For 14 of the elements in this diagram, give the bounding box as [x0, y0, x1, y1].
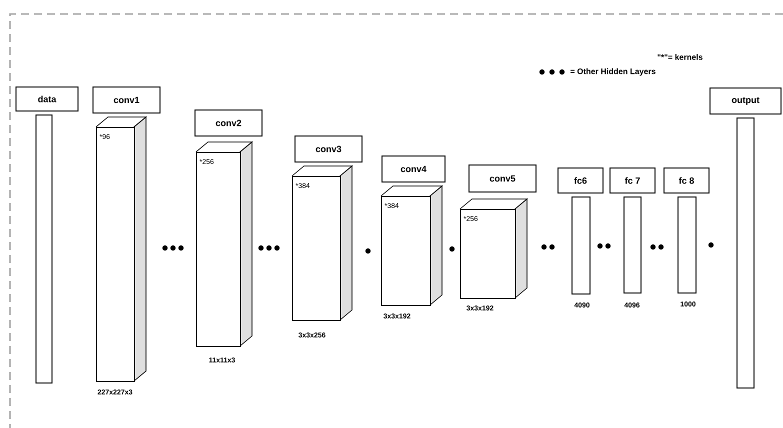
note-text: "*"= kernels: [658, 54, 702, 60]
layer-label-box: fc 7: [610, 168, 656, 194]
layer-label-box: conv2: [194, 110, 262, 136]
legend-text: = Other Hidden Layers: [570, 68, 656, 76]
layer-label-box: output: [710, 88, 782, 114]
layer-label-box: data: [16, 86, 78, 112]
layer-label-box: conv4: [382, 156, 446, 182]
layer-label-box: conv3: [294, 136, 362, 162]
layer-bar: [36, 114, 52, 384]
layer-label-box: conv1: [92, 86, 160, 114]
layer-label-box: conv5: [468, 164, 536, 192]
layer-bar: [736, 118, 754, 388]
layer-label-box: fc6: [558, 168, 604, 194]
layer-label-box: fc 8: [664, 168, 710, 194]
